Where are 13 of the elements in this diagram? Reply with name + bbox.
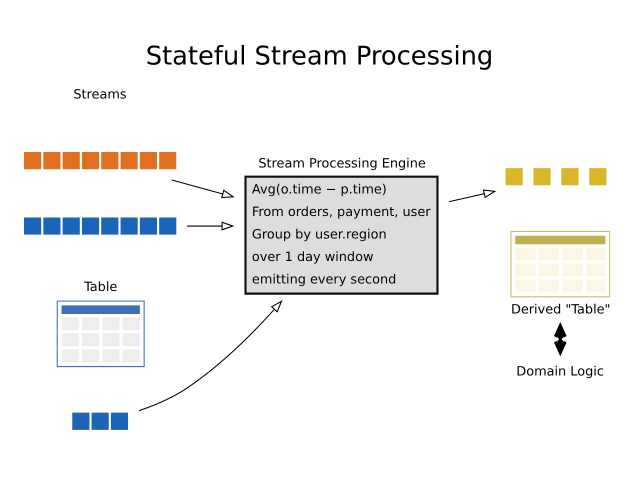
node-label: Table	[84, 280, 117, 295]
node-label: Derived "Table"	[510, 302, 610, 318]
node-text: Domain Logic	[516, 364, 604, 379]
arrow	[186, 221, 234, 230]
node-label: Stream Processing Engine	[258, 156, 426, 172]
arrow	[448, 188, 496, 202]
arrow	[171, 178, 234, 198]
node-box	[56, 300, 144, 367]
arrow	[138, 300, 282, 411]
node-box	[510, 230, 610, 297]
diagram-title: Stateful Stream Processing	[145, 40, 493, 71]
arrow	[553, 324, 566, 354]
label: Streams	[72, 87, 126, 102]
